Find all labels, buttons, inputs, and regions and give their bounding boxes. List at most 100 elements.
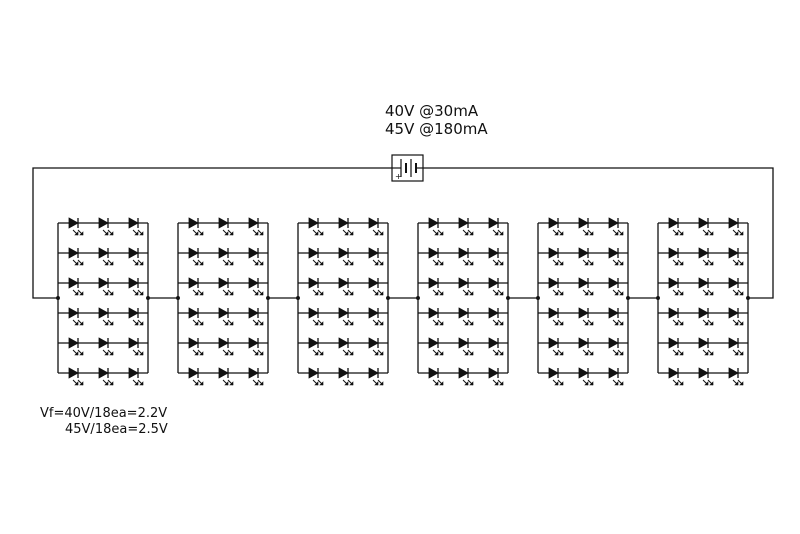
led-triangle <box>188 307 199 319</box>
light-arrowhead <box>199 321 204 326</box>
light-arrowhead <box>554 261 559 266</box>
led-icon <box>428 217 444 236</box>
led-icon <box>68 367 84 386</box>
led-triangle <box>428 217 439 229</box>
led-icon <box>98 217 114 236</box>
led-icon <box>668 217 684 236</box>
led-icon <box>728 337 744 356</box>
led-icon <box>428 277 444 296</box>
light-arrowhead <box>314 231 319 236</box>
led-icon <box>218 277 234 296</box>
light-arrowhead <box>229 291 234 296</box>
led-icon <box>188 367 204 386</box>
supply-rating-label: 40V @30mA 45V @180mA <box>385 102 488 138</box>
led-groups <box>56 217 750 386</box>
light-arrowhead <box>614 231 619 236</box>
led-icon <box>668 367 684 386</box>
light-arrowhead <box>79 291 84 296</box>
led-icon <box>98 367 114 386</box>
light-arrowhead <box>104 381 109 386</box>
led-icon <box>698 247 714 266</box>
light-arrowhead <box>139 231 144 236</box>
led-icon <box>68 217 84 236</box>
led-icon <box>548 217 564 236</box>
led-triangle <box>728 337 739 349</box>
light-arrowhead <box>734 261 739 266</box>
light-arrowhead <box>619 321 624 326</box>
light-arrowhead <box>494 381 499 386</box>
light-arrowhead <box>464 381 469 386</box>
led-triangle <box>668 307 679 319</box>
light-arrowhead <box>74 231 79 236</box>
light-arrowhead <box>199 291 204 296</box>
led-triangle <box>728 367 739 379</box>
led-icon <box>98 337 114 356</box>
led-icon <box>338 277 354 296</box>
vf-45v: 45V/18ea=2.5V <box>65 422 168 437</box>
light-arrowhead <box>229 351 234 356</box>
light-arrowhead <box>614 261 619 266</box>
led-icon <box>248 307 264 326</box>
light-arrowhead <box>199 381 204 386</box>
light-arrowhead <box>134 351 139 356</box>
light-arrowhead <box>434 321 439 326</box>
light-arrowhead <box>674 231 679 236</box>
light-arrowhead <box>374 291 379 296</box>
led-icon <box>698 367 714 386</box>
led-triangle <box>128 307 139 319</box>
led-group <box>656 217 750 386</box>
led-icon <box>128 247 144 266</box>
light-arrowhead <box>379 351 384 356</box>
light-arrowhead <box>499 321 504 326</box>
led-triangle <box>98 217 109 229</box>
light-arrowhead <box>74 291 79 296</box>
led-triangle <box>248 337 259 349</box>
light-arrowhead <box>439 351 444 356</box>
led-icon <box>368 217 384 236</box>
led-icon <box>578 277 594 296</box>
led-triangle <box>248 277 259 289</box>
light-arrowhead <box>349 231 354 236</box>
light-arrowhead <box>674 261 679 266</box>
light-arrowhead <box>199 261 204 266</box>
led-triangle <box>728 307 739 319</box>
led-icon <box>578 217 594 236</box>
light-arrowhead <box>469 231 474 236</box>
light-arrowhead <box>374 381 379 386</box>
light-arrowhead <box>79 351 84 356</box>
led-icon <box>308 337 324 356</box>
light-arrowhead <box>559 291 564 296</box>
led-icon <box>368 337 384 356</box>
light-arrowhead <box>349 351 354 356</box>
light-arrowhead <box>589 351 594 356</box>
light-arrowhead <box>439 261 444 266</box>
led-icon <box>698 337 714 356</box>
led-icon <box>578 307 594 326</box>
light-arrowhead <box>499 291 504 296</box>
right-supply-wire <box>423 167 774 299</box>
light-arrowhead <box>619 261 624 266</box>
light-arrowhead <box>104 291 109 296</box>
led-triangle <box>308 247 319 259</box>
light-arrowhead <box>674 291 679 296</box>
led-icon <box>308 217 324 236</box>
light-arrowhead <box>349 291 354 296</box>
light-arrowhead <box>734 381 739 386</box>
light-arrowhead <box>494 231 499 236</box>
led-icon <box>728 307 744 326</box>
light-arrowhead <box>349 321 354 326</box>
light-arrowhead <box>344 231 349 236</box>
led-triangle <box>338 307 349 319</box>
supply-wiring <box>32 167 774 299</box>
light-arrowhead <box>619 231 624 236</box>
light-arrowhead <box>559 261 564 266</box>
led-icon <box>128 307 144 326</box>
light-arrowhead <box>224 321 229 326</box>
led-icon <box>368 247 384 266</box>
led-icon <box>68 277 84 296</box>
light-arrowhead <box>554 381 559 386</box>
led-triangle <box>608 367 619 379</box>
led-icon <box>668 247 684 266</box>
light-arrowhead <box>254 351 259 356</box>
led-triangle <box>188 337 199 349</box>
